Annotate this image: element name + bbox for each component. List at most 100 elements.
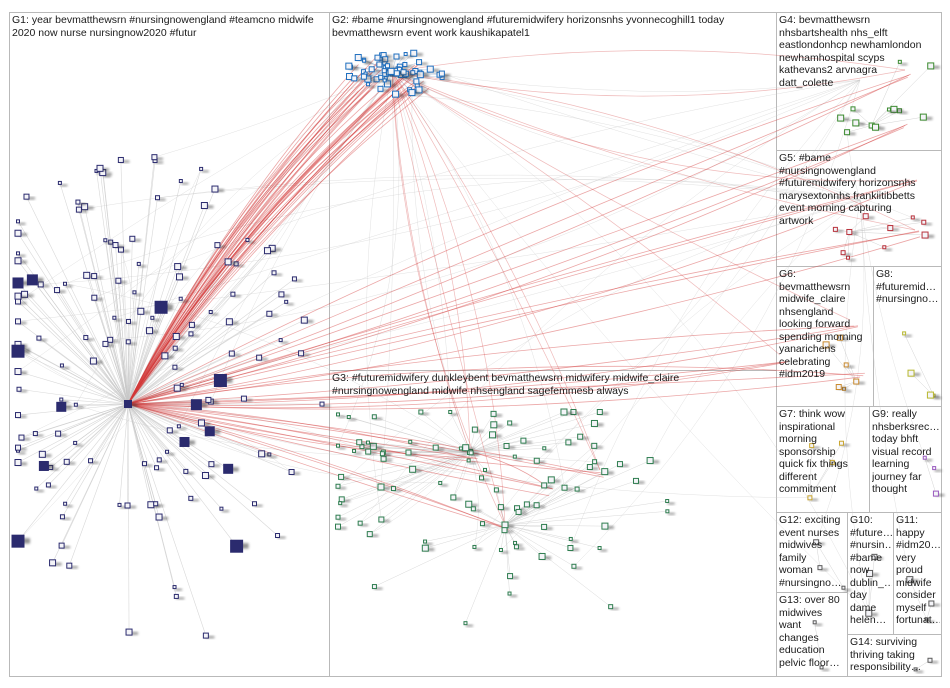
node (91, 273, 98, 280)
node (507, 591, 512, 596)
node (813, 539, 820, 546)
edge (127, 403, 157, 468)
edge (842, 231, 850, 253)
node (115, 277, 122, 284)
node (38, 450, 46, 458)
node-shadow (66, 462, 76, 465)
node-shadow (152, 319, 160, 322)
node (124, 502, 131, 509)
node-shadow (371, 69, 381, 73)
node (188, 321, 195, 328)
node (199, 166, 204, 171)
node-shadow (924, 235, 935, 238)
edge (17, 71, 393, 302)
edge (120, 249, 129, 405)
edge (469, 411, 600, 453)
edge-strong (127, 125, 906, 405)
edge-strong (127, 60, 385, 405)
node (418, 409, 424, 415)
node-shadow (442, 78, 451, 81)
node-shadow (201, 170, 209, 173)
edge (84, 206, 129, 405)
node-shadow (852, 109, 861, 112)
node-shadow (600, 549, 608, 552)
node-shadow (577, 490, 586, 493)
edge (18, 388, 129, 405)
nodes (11, 49, 945, 673)
node (91, 294, 98, 301)
node-shadow (17, 321, 27, 325)
node-shadow (148, 330, 159, 334)
node (547, 476, 555, 484)
node-shadow (518, 512, 528, 515)
node (871, 553, 878, 560)
node (202, 632, 209, 639)
node (15, 298, 21, 305)
node-shadow (61, 546, 71, 549)
edge (127, 384, 182, 405)
edge (469, 451, 479, 548)
node (377, 85, 384, 92)
node-shadow (51, 562, 62, 566)
node-shadow (515, 458, 523, 461)
node (886, 107, 891, 112)
node-shadow (163, 355, 174, 359)
node-shadow (38, 339, 47, 342)
node (567, 544, 574, 551)
node-shadow (471, 453, 480, 456)
node (438, 480, 443, 485)
node (176, 273, 184, 281)
edge (52, 403, 129, 563)
node-shadow (114, 319, 122, 322)
node-shadow (269, 455, 277, 458)
node (213, 373, 227, 387)
node-shadow (207, 400, 217, 403)
edge (66, 403, 129, 463)
edge (127, 403, 222, 509)
edge (17, 371, 129, 405)
node-shadow (846, 132, 856, 135)
edge (40, 79, 861, 285)
node (384, 63, 390, 69)
node (371, 414, 377, 420)
node (258, 450, 266, 458)
node-shadow (441, 74, 451, 77)
node (214, 242, 221, 249)
edge (77, 201, 129, 405)
node-shadow (649, 460, 660, 464)
edge-strong (127, 74, 909, 405)
node-shadow (929, 65, 940, 69)
edge-strong (127, 123, 908, 405)
node-shadow (153, 157, 163, 160)
edge-strong (127, 84, 419, 405)
node (112, 315, 117, 320)
node (284, 299, 289, 304)
node-shadow (376, 58, 386, 61)
node (256, 354, 263, 361)
edge (871, 116, 924, 126)
node (338, 473, 345, 480)
edge-strong (127, 63, 382, 405)
edge-strong (127, 403, 604, 478)
node-shadow (610, 607, 619, 610)
edge-strong (127, 61, 422, 405)
node-shadow (841, 444, 850, 447)
node-shadow (36, 490, 44, 493)
node-shadow (176, 266, 187, 270)
node-shadow (117, 281, 127, 284)
edge (504, 524, 571, 549)
node-shadow (77, 203, 86, 206)
node (335, 523, 341, 530)
edge (412, 451, 471, 470)
node (117, 246, 124, 253)
node-shadow (393, 489, 402, 492)
edge (504, 524, 611, 607)
edge-strong (127, 79, 405, 405)
edge (74, 403, 129, 444)
node (409, 465, 417, 473)
edge (64, 283, 471, 453)
edge-strong (127, 85, 365, 405)
node (319, 401, 325, 407)
edge (411, 72, 471, 453)
